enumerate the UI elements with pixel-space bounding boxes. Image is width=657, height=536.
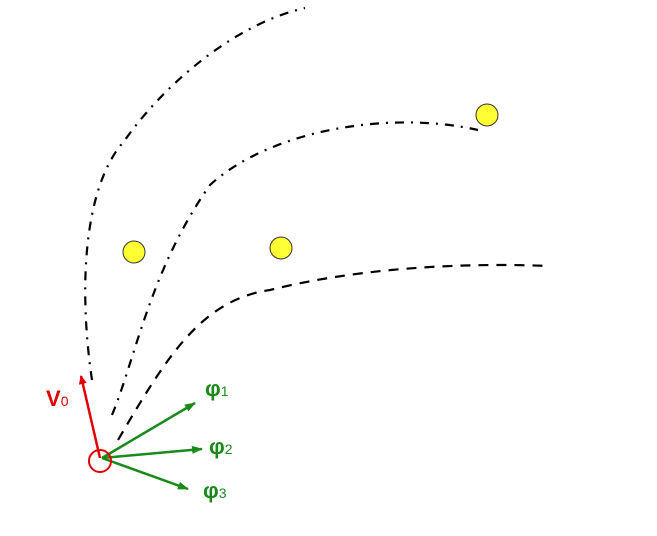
angle-label-2-main: φ (209, 434, 225, 459)
angle-label-1: φ1 (205, 376, 229, 402)
velocity-label-main: V (46, 386, 61, 411)
target-dot-2 (269, 236, 293, 260)
angle-label-3-sub: 3 (218, 485, 227, 501)
angle-arrow-2 (101, 445, 203, 460)
angle-arrow-3 (101, 456, 189, 491)
velocity-label: V0 (46, 386, 68, 412)
velocity-arrow (78, 375, 102, 459)
angle-arrow-1 (101, 401, 196, 460)
angle-label-3-main: φ (203, 478, 219, 503)
velocity-label-sub: 0 (60, 393, 69, 409)
trajectory-2 (110, 121, 479, 416)
angle-label-2-sub: 2 (224, 441, 233, 457)
target-dot-3 (475, 103, 499, 127)
angle-label-3: φ3 (203, 478, 227, 504)
trajectory-1 (84, 6, 306, 381)
angle-label-1-main: φ (205, 376, 221, 401)
trajectory-3 (117, 263, 551, 441)
angle-label-2: φ2 (209, 434, 233, 460)
launch-point-icon (88, 449, 112, 473)
target-dot-1 (122, 240, 146, 264)
angle-label-1-sub: 1 (220, 383, 229, 399)
